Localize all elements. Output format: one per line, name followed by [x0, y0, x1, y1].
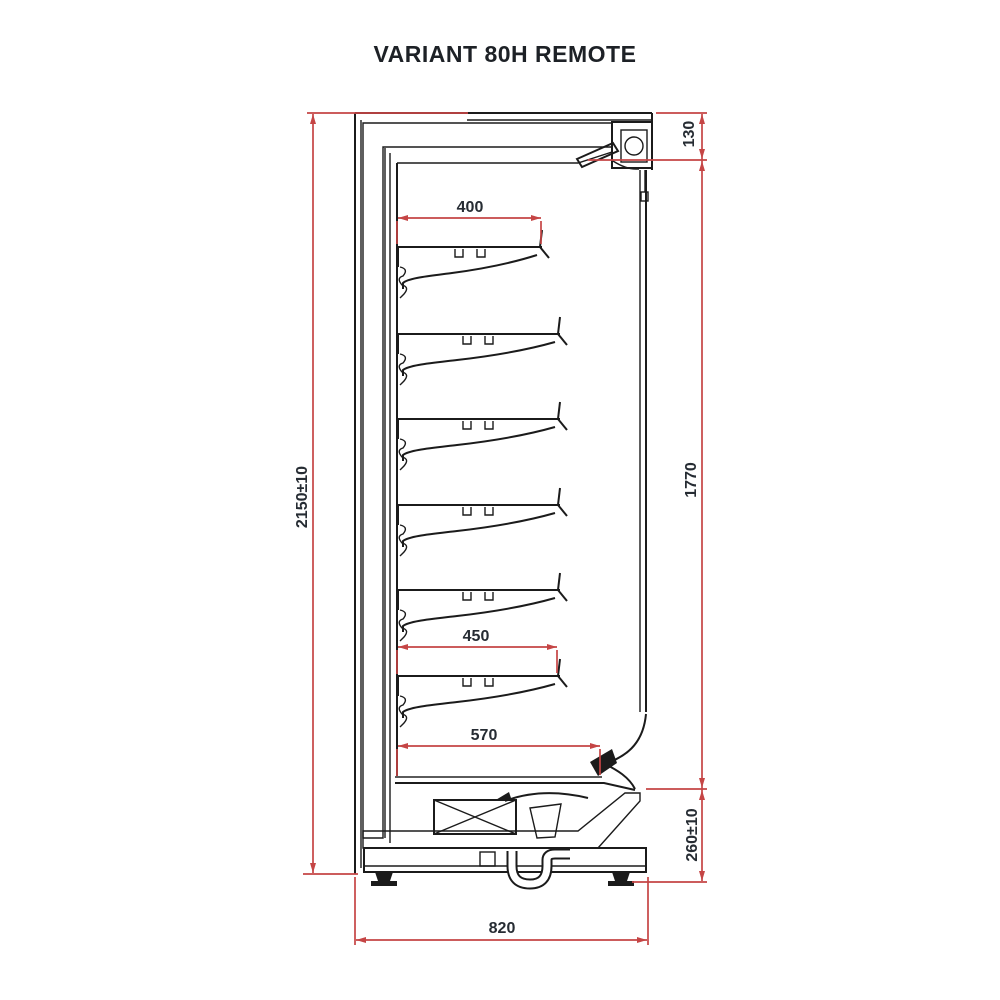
top-shelf-depth-label: 400 — [457, 199, 484, 216]
canopy-height-label: 130 — [681, 121, 698, 148]
drain-bracket — [479, 851, 496, 867]
extension-lines — [303, 112, 707, 945]
plinth — [363, 847, 647, 873]
bottom-deck — [395, 713, 647, 791]
overall-depth-label: 820 — [489, 920, 516, 937]
fan-icon — [624, 136, 644, 156]
insulation-hatching — [362, 122, 641, 849]
air-deflector-flap — [575, 141, 620, 169]
evaporator-box — [433, 799, 517, 835]
evaporator-cross-brace — [433, 799, 517, 835]
drain-p-trap-bore — [508, 850, 570, 888]
shelf-1 — [396, 229, 550, 299]
shelf-6 — [396, 658, 568, 728]
base-height-label: 260±10 — [684, 808, 701, 861]
dimension-main-lines — [312, 114, 703, 941]
middle-shelf-depth-label: 450 — [463, 628, 490, 645]
fan-housing — [611, 121, 653, 169]
fan-housing-inner — [620, 129, 648, 163]
shelves — [396, 229, 568, 728]
left-foot — [371, 872, 397, 886]
grille-vane — [590, 749, 617, 776]
opening-height-label: 1770 — [683, 462, 700, 498]
top-air-unit — [575, 121, 653, 202]
fan-blade-tip — [494, 792, 512, 801]
ceiling-liner — [397, 151, 613, 164]
right-foot — [608, 872, 634, 886]
base-assembly — [363, 847, 647, 890]
fan-mount — [529, 803, 562, 839]
drawing-title: VARIANT 80H REMOTE — [374, 41, 637, 67]
shelf-2 — [396, 316, 568, 386]
fan-scroll — [504, 792, 589, 802]
deck-bottom-line — [395, 782, 636, 791]
sensor-probe — [640, 191, 649, 202]
overall-height-label: 2150±10 — [294, 466, 311, 528]
shelf-3 — [396, 401, 568, 471]
shelf-4 — [396, 487, 568, 557]
bottom-shelf-depth-label: 570 — [471, 727, 498, 744]
dimension-labels: 2150±10 130 1770 260±10 400 450 570 820 — [294, 121, 701, 937]
bottom-insulation — [362, 792, 641, 849]
dimension-lines — [303, 112, 707, 945]
discharge-curve — [612, 160, 640, 170]
machine-compartment — [433, 792, 589, 839]
